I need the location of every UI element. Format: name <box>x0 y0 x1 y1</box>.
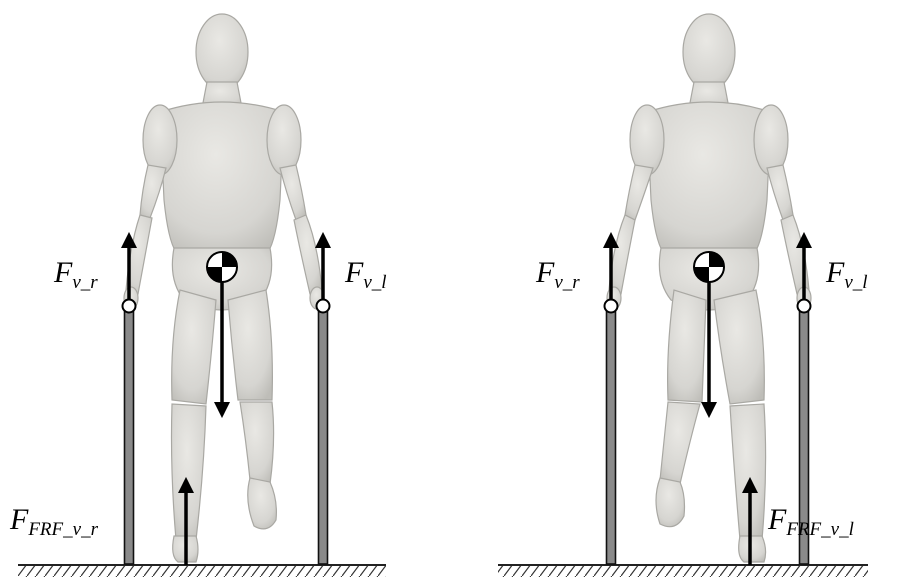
center-of-mass-icon <box>207 252 237 282</box>
label-force-right-pole: Fv_r <box>536 258 580 292</box>
label-force-left-pole: Fv_l <box>345 258 387 292</box>
center-of-mass-icon <box>694 252 724 282</box>
ground <box>498 565 868 577</box>
label-ground-reaction-force: FFRF_v_r <box>10 505 98 539</box>
label-force-left-pole: Fv_l <box>826 258 868 292</box>
label-ground-reaction-force: FFRF_v_l <box>768 505 854 539</box>
panel-right-support <box>18 14 386 577</box>
panel-left-support <box>498 14 868 577</box>
label-force-right-pole: Fv_r <box>54 258 98 292</box>
ground <box>18 565 386 577</box>
mannequin-figure <box>124 14 324 562</box>
pole-left <box>317 300 330 565</box>
pole-right <box>605 300 618 565</box>
pole-right <box>123 300 136 565</box>
